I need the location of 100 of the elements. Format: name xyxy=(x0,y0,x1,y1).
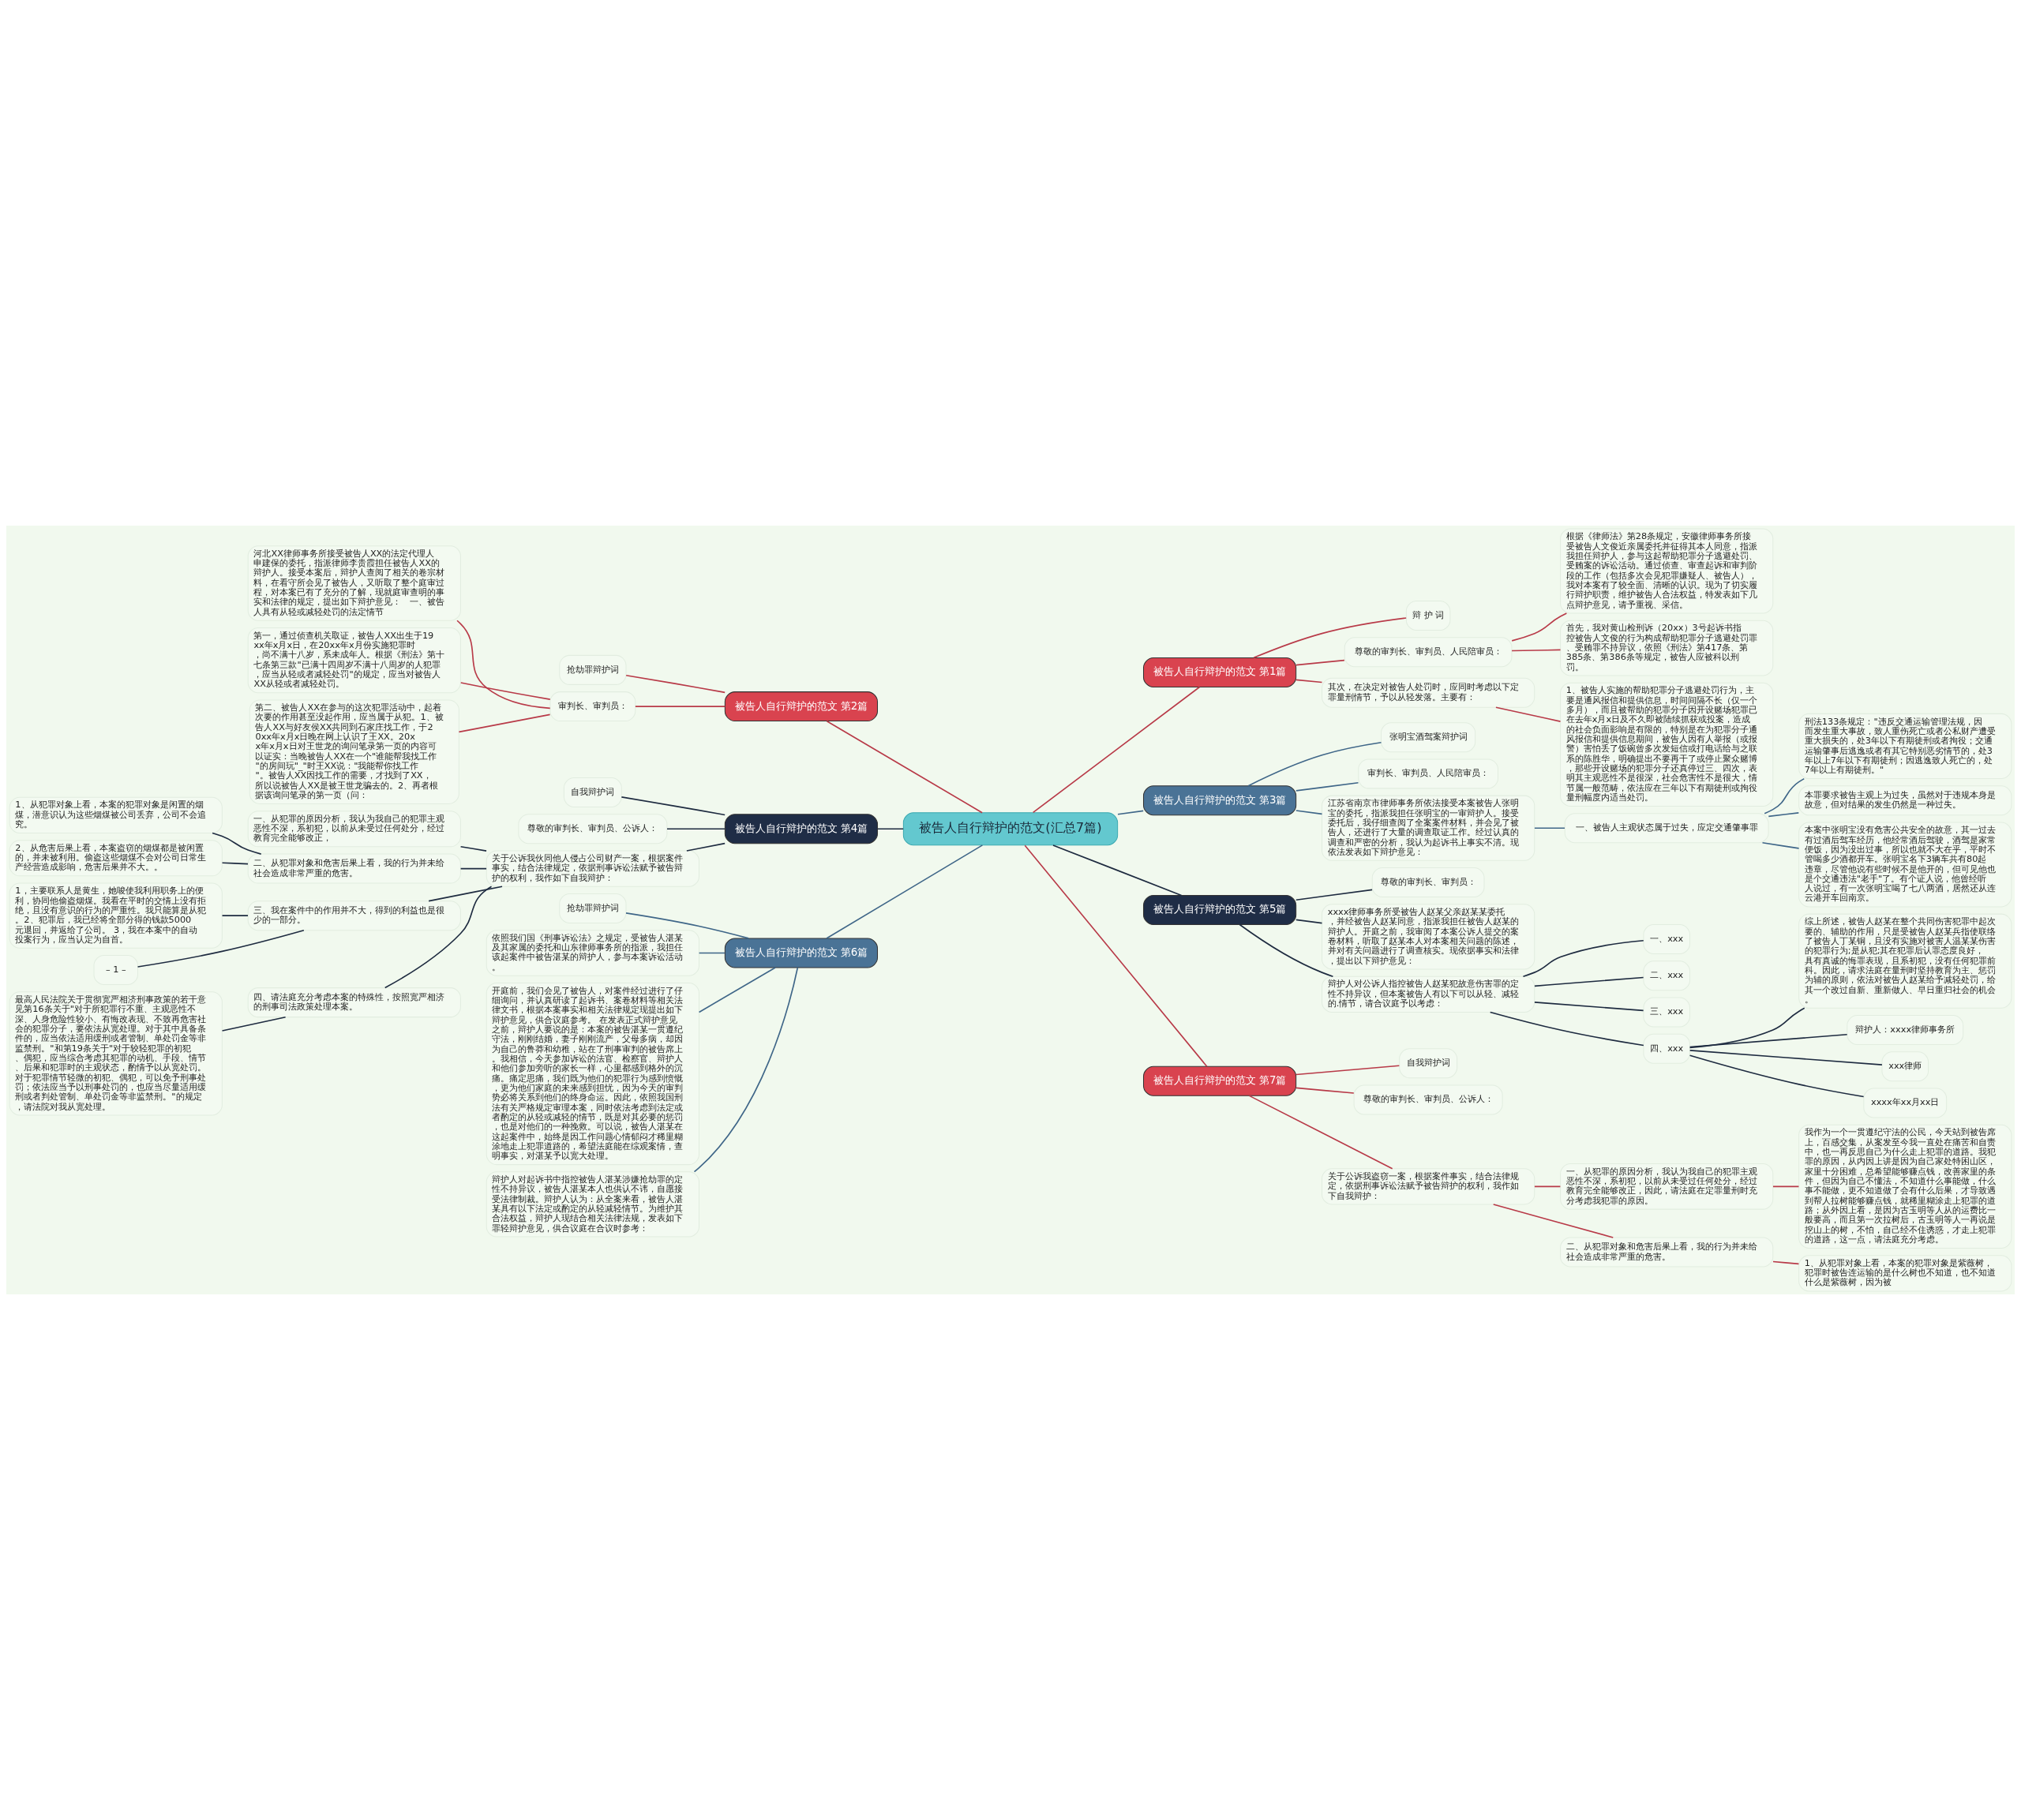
connector xyxy=(693,967,799,1173)
connector xyxy=(621,796,726,816)
connector xyxy=(459,845,487,852)
node-box: 1、从犯罪对象上看，本案的犯罪对象是紫薇树，犯罪时被告连运输的是什么树也不知道，也不知道什么是紫薇树，因为被 xyxy=(1798,1255,2012,1292)
connector xyxy=(1511,649,1562,652)
connector xyxy=(1534,1002,1644,1012)
connector xyxy=(1117,810,1144,815)
connector xyxy=(1761,841,1800,849)
connector xyxy=(1689,1050,1883,1065)
connector xyxy=(456,620,551,710)
connector xyxy=(1534,1185,1562,1188)
node-box: 首先，我对黄山检刑诉（20xx）3号起诉书指控被告人文俊的行为构成帮助犯罪分子逃避处罚罪、受贿罪不持异议，依照《刑法》第417条、第385条、第386条等规定，被告人应被科以刑罚。 xyxy=(1560,620,1774,676)
node-box: 河北XX律师事务所接受被告人XX的法定代理人申建保的委托，指派律师李贵霞担任被告人XX的辩护人。接受本案后，辩护人查阅了相关的卷宗材料，在看守所会见了被告人，又听取了整个庭审过程，对本案已有了充分的了解，现就庭审查明的事实和法律的规定，提出如下辩护意见： 一、被告人具有从轻或减轻处罚的法定情节 xyxy=(247,545,461,621)
connector xyxy=(686,842,726,852)
connector xyxy=(625,674,726,694)
node-box: 抢劫罪辩护词 xyxy=(559,654,627,685)
node-box: 尊敬的审判长、审判员、人民陪审员： xyxy=(1344,637,1513,668)
node-box: 第一，通过侦查机关取证，被告人XX出生于19xx年x月x日，在20xx年x月份实施犯罪时，尚不满十八岁，系未成年人。根据《刑法》第十七条第三款"已满十四周岁不满十八周岁的人犯罪，应当从轻或者减轻处罚"的规定，应当对被告人XX从轻或者减轻处罚。 xyxy=(247,627,461,694)
node-box: 四、请法庭充分考虑本案的特殊性，按照宽严相济的刑事司法政策处理本案。 xyxy=(247,987,461,1018)
connector xyxy=(1534,976,1644,987)
node-box: 一、从犯罪的原因分析，我认为我自己的犯罪主观恶性不深，系初犯，以前从未受过任何处分，经过教育完全能够改正， xyxy=(247,811,461,848)
node-box: 被告人自行辩护的范文 第7篇 xyxy=(1143,1065,1297,1096)
node-box: 二、xxx xyxy=(1643,961,1690,991)
node-box: 三、xxx xyxy=(1643,997,1690,1028)
connector xyxy=(876,828,904,830)
node-box: 本罪要求被告主观上为过失，虽然对于违规本身是故意，但对结果的发生仍然是一种过失。 xyxy=(1798,785,2012,816)
connector xyxy=(221,915,249,916)
connector xyxy=(1052,844,1183,897)
node-box: 辩护人：xxxx律师事务所 xyxy=(1847,1015,1964,1046)
connector xyxy=(635,706,726,707)
node-box: 被告人自行辩护的范文 第2篇 xyxy=(724,691,878,722)
connector xyxy=(1295,889,1373,901)
connector xyxy=(458,713,551,733)
connector xyxy=(1689,1054,1865,1098)
node-box: 辩护人对公诉人指控被告人赵某犯故意伤害罪的定性不持异议，但本案被告人有以下可以从轻、减轻的.情节，请合议庭予以考虑： xyxy=(1322,976,1535,1013)
connector xyxy=(698,967,776,1013)
connector xyxy=(1253,617,1407,659)
connector xyxy=(459,867,487,870)
node-box: 第二、被告人XX在参与的这次犯罪活动中，起着次要的作用甚至没起作用，应当属于从犯。1、被告人XX与好友侯XX共同到石家庄找工作，于20xx年x月x日晚在网上认识了王XX。20xx年x月x日对王世龙的询问笔录第一页的内容可以证实：当晚被告人XX在一个"谁能帮我找工作"的房间玩"_"时王XX说："我能帮你找工作"。被告人XX因找工作的需要，才找到了XX，所以说被告人XX是被王世龙骗去的。2、再者根据该询问笔录的第一页（问： xyxy=(249,699,459,804)
node-box: 二、从犯罪对象和危害后果上看，我的行为并未给社会造成非常严重的危害。 xyxy=(247,853,461,884)
connector xyxy=(698,952,726,954)
connector xyxy=(221,862,249,865)
connector xyxy=(384,886,493,989)
node-box: 自我辩护词 xyxy=(1399,1048,1458,1079)
connector xyxy=(1295,679,1323,683)
node-box: 最高人民法院关于贯彻宽严相济刑事政策的若干意见第16条关于"对于所犯罪行不重、主观恶性不深、人身危险性较小、有悔改表现、不致再危害社会的犯罪分子，要依法从宽处理。对于其中具备条件的，应当依法适用缓刑或者管制、单处罚金等非监禁刑。"和第19条关于"对于较轻犯罪的初犯、偶犯，应当综合考虑其犯罪的动机、手段、情节、后果和犯罪时的主观状态，酌情予以从宽处罚。对于犯罪情节轻微的初犯、偶犯，可以免予刑事处罚；依法应当予以刑事处罚的，也应当尽量适用缓刑或者判处管制、单处罚金等非监禁刑。"的规定，请法院对我从宽处理。 xyxy=(9,991,223,1116)
node-box: 开庭前，我们会见了被告人，对案件经过进行了仔细询问，并认真研读了起诉书、案卷材料等相关法律文书，根据本案事实和相关法律规定现提出如下辩护意见，供合议庭参考。 在发表正式辩护意见之前，辩护人要说的是：本案的被告湛某一贯遵纪守法，刚刚结婚，妻子刚刚流产，父母多病，却因为自己的鲁莽和幼稚，站在了刑事审判的被告席上。我相信，今天参加诉讼的法官、检察官、辩护人和他们参加旁听的家长一样，心里都感到格外的沉痛。痛定思痛，我们既为他们的犯罪行为感到愤慨，更为他们家庭的未来感到担忧，因为今天的审判势必将关系到他们的终身命运。因此，依照我国刑法有关严格规定审理本案，同时依法考虑到法定或者酌定的从轻或减轻的情节，既是对其必要的惩罚，也是对他们的一种挽救。可以说，被告人湛某在这起案件中，始终是因工作问题心情郁闷才稀里糊涂地走上犯罪道路的，希望法庭能在综观案情，查明事实，对湛某予以宽大处理。 xyxy=(486,982,699,1166)
node-box: xxx律师 xyxy=(1881,1051,1929,1082)
connector xyxy=(428,886,503,902)
node-box: 三、我在案件中的作用并不大，得到的利益也是很少的一部分。 xyxy=(247,901,461,931)
node-box: 1、从犯罪对象上看，本案的犯罪对象是闲置的烟煤，潜意识认为这些烟煤被公司丢弃，公司不会追究。 xyxy=(9,796,223,833)
connector xyxy=(666,828,726,830)
node-box: 二、从犯罪对象和危害后果上看，我的行为并未给社会造成非常严重的危害。 xyxy=(1560,1237,1774,1268)
connector xyxy=(212,832,262,855)
node-box: 四、xxx xyxy=(1643,1033,1690,1064)
node-box: 尊敬的审判长、审判员： xyxy=(1371,867,1485,898)
node-box: 我作为一个一贯遵纪守法的公民，今天站到被告席上，百感交集，从案发至今我一直处在痛苦和自责中，也一再反思自己为什么走上犯罪的道路。我犯罪的原因，从内因上讲是因为自己家处特困山区，家里十分困难，总希望能够赚点钱，改善家里的条件，但因为自己不懂法，不知道什么事能做，什么事不能做，更不知道做了会有什么后果，才导致遇到帮人拉树能够赚点钱，就稀里糊涂走上犯罪的道路；从外因上看，是因为古玉明等人从的运费比一般要高，而且第一次拉树后，古玉明等人一再说是挖山上的树，不怕，自己经不住诱惑，才走上犯罪的道路，这一点，请法庭充分考虑。 xyxy=(1798,1124,2012,1249)
node-box: 2、从危害后果上看，本案盗窃的烟煤都是被闲置的，并未被利用。偷盗这些烟煤不会对公司日常生产经营造成影响，危害后果并不大。。 xyxy=(9,840,223,877)
connector xyxy=(1511,612,1568,642)
connector xyxy=(1772,1260,1800,1265)
node-box: 江苏省南京市律师事务所依法接受本案被告人张明宝的委托，指派我担任张明宝的一审辩护人。接受委托后，我仔细查阅了全案案件材料，并会见了被告人，还进行了大量的调查取证工作。经过认真的调查和严密的分析，我认为起诉书上事实不清。现依法发表如下辩护意见： xyxy=(1322,795,1535,861)
connector xyxy=(625,912,749,939)
node-box: 依照我们国《刑事诉讼法》之规定，受被告人湛某及其家属的委托和山东律师事务所的指派，我担任该起案件中被告湛某的辩护人，参与本案诉讼活动。 xyxy=(486,930,699,976)
node-box: 根据《律师法》第28条规定，安徽律师事务所接受被告人文俊近亲属委托并征得其本人同意，指派我担任辩护人，参与这起帮助犯罪分子逃避处罚、受贿案的诉讼活动。通过侦查、审查起诉和审判阶段的工作（包括多次会见犯罪嫌疑人、被告人），我对本案有了较全面、清晰的认识。现为了切实履行辩护职责，维护被告人合法权益，特发表如下几点辩护意见，请予重视、采信。 xyxy=(1560,528,1774,614)
node-box: 被告人自行辩护的范文(汇总7篇) xyxy=(902,812,1119,846)
node-box: 被告人自行辩护的范文 第6篇 xyxy=(724,938,878,968)
node-box: 被告人自行辩护的范文 第4篇 xyxy=(724,814,878,844)
node-box: 一、xxx xyxy=(1643,923,1690,954)
node-box: 1，主要联系人是黄生，她唆使我利用职务上的便利，协同他偷盗烟煤。我看在平时的交情上没有拒绝，且没有意识的行为的严重性。我只能算是从犯。2、犯罪后，我已经将全部分得的钱款5000元退回，并返给了公司。 3，我在本案中的自动投案行为，应当认定为自首。 xyxy=(9,882,223,949)
node-box: 辩护人对起诉书中指控被告人湛某涉嫌抢劫罪的定性不持异议，被告人湛某本人也供认不讳，自愿接受法律制裁。辩护人认为：从全案来看，被告人湛某具有以下法定或酌定的从轻减轻情节。为维护其合法权益，辩护人现结合相关法律法规，发表如下罪轻辩护意见，供合议庭在合议时参考： xyxy=(486,1171,699,1238)
connector xyxy=(1247,741,1382,787)
node-box: 本案中张明宝没有危害公共安全的故意，其一过去有过酒后驾车经历，他经常酒后驾驶，酒驾是家常便饭，因为没出过事，所以也就不大在乎，平时不管喝多少酒都开车。张明宝名下3辆车共有80起违章，尽管他说有些时候不是他开的，但可见他也是个交通违法"老手"了。有个证人说，他曾经听人说过，有一次张明宝喝了七八两酒，居然还从连云港开车回南京。 xyxy=(1798,822,2012,908)
connector xyxy=(1295,781,1359,792)
connector xyxy=(1239,923,1334,977)
connector xyxy=(1495,706,1562,722)
connector xyxy=(1295,1065,1400,1076)
connector xyxy=(1689,1007,1805,1049)
node-box: 刑法133条规定："违反交通运输管理法规，因而发生重大事故，致人重伤死亡或者公私财产遭受重大损失的，处3年以下有期徒刑或者拘役；交通运输肇事后逃逸或者有其它特别恶劣情节的，处3年以上7年以下有期徒刑；因逃逸致人死亡的，处7年以上有期徒刑。" xyxy=(1798,713,2012,780)
node-box: 尊敬的审判长、审判员、公诉人： xyxy=(1353,1084,1503,1115)
connector xyxy=(137,929,305,968)
connector xyxy=(1689,1033,1848,1048)
connector xyxy=(1295,810,1323,815)
node-box: 其次，在决定对被告人处罚时，应同时考虑以下定罪量刑情节，予以从轻发落。主要有： xyxy=(1322,677,1535,708)
connector xyxy=(1534,827,1565,829)
node-box: 被告人自行辩护的范文 第1篇 xyxy=(1143,657,1297,687)
connector xyxy=(1295,659,1345,666)
node-box: 一、被告人主观状态属于过失，应定交通肇事罪 xyxy=(1564,813,1769,844)
connector xyxy=(1764,777,1805,815)
node-box: 被告人自行辩护的范文 第3篇 xyxy=(1143,785,1297,816)
node-box: 被告人自行辩护的范文 第5篇 xyxy=(1143,895,1297,925)
node-box: 辩 护 词 xyxy=(1405,601,1451,631)
node-box: xxxx律师事务所受被告人赵某父亲赵某某委托，并经被告人赵某同意，指派我担任被告人赵某的辩护人。开庭之前，我审阅了本案公诉人提交的案卷材料，听取了赵某本人对本案相关问题的陈述，并对有关问题进行了调查核实。现依据事实和法律，提出以下辩护意见： xyxy=(1322,904,1535,970)
connector xyxy=(1024,844,1208,1067)
node-box: 审判长、审判员： xyxy=(549,691,636,722)
node-box: xxxx年xx月xx日 xyxy=(1863,1088,1948,1118)
connector xyxy=(1295,919,1323,924)
connector xyxy=(1768,812,1800,818)
node-box: 1、被告人实施的帮助犯罪分子逃避处罚行为，主要是通风报信和提供信息，时间间隔不长（仅一个多月），而且被帮助的犯罪分子因开设赌场犯罪已在去年x月x日及不久即被陆续抓获或投案，造成的社会负面影响是有限的，特别是在为犯罪分子通风报信和提供信息期间，被告人因有人举报（或报警）害怕丢了饭碗曾多次发短信或打电话给与之联系的陈胜华，明确提出不要再干了或停止聚众赌博，那些开设赌场的犯罪分子还真停过三、四次，表明其主观恶性不是很深，社会危害性不是很大，情节属一般范畴，依法应在三年以下有期徒刑或拘役量刑幅度内适当处罚。 xyxy=(1560,682,1774,807)
connector xyxy=(826,844,984,939)
connector xyxy=(221,1016,287,1032)
